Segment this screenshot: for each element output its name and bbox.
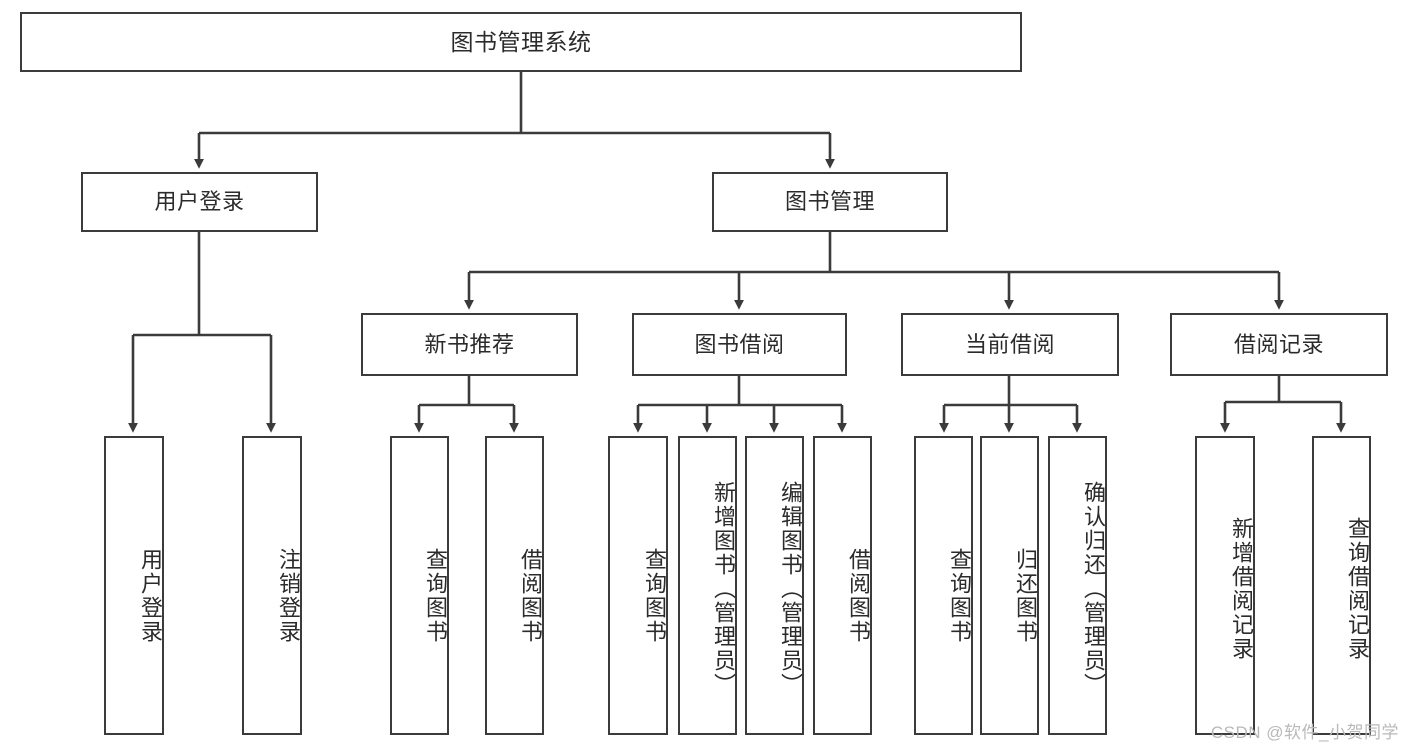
leaf-records-query-record[interactable]: 查询借阅记录 xyxy=(1312,436,1371,735)
leaf-newbook-borrow-book[interactable]: 借阅图书 xyxy=(485,436,544,735)
leaf-borrow-edit-book-admin[interactable]: 编辑图书（管理员） xyxy=(745,436,804,735)
leaf-user-logout[interactable]: 注销登录 xyxy=(242,436,302,735)
csdn-watermark: CSDN @软件_小贺同学 xyxy=(1210,723,1399,742)
node-book-borrow[interactable]: 图书借阅 xyxy=(632,313,847,376)
leaf-borrow-add-book-admin[interactable]: 新增图书（管理员） xyxy=(678,436,737,735)
node-book-management[interactable]: 图书管理 xyxy=(712,172,948,232)
leaf-records-add-record[interactable]: 新增借阅记录 xyxy=(1195,436,1255,735)
node-new-book-recommend[interactable]: 新书推荐 xyxy=(361,313,578,376)
leaf-user-login[interactable]: 用户登录 xyxy=(104,436,164,735)
leaf-borrow-lend-book[interactable]: 借阅图书 xyxy=(813,436,872,735)
leaf-current-query-book[interactable]: 查询图书 xyxy=(914,436,973,735)
leaf-newbook-query-book[interactable]: 查询图书 xyxy=(390,436,449,735)
node-root-system[interactable]: 图书管理系统 xyxy=(20,12,1022,72)
node-user-login[interactable]: 用户登录 xyxy=(81,172,318,232)
leaf-borrow-query-book[interactable]: 查询图书 xyxy=(608,436,668,735)
leaf-current-confirm-return-admin[interactable]: 确认归还（管理员） xyxy=(1048,436,1107,735)
node-current-borrow[interactable]: 当前借阅 xyxy=(901,313,1119,376)
leaf-current-return-book[interactable]: 归还图书 xyxy=(980,436,1039,735)
node-borrow-records[interactable]: 借阅记录 xyxy=(1170,313,1388,376)
